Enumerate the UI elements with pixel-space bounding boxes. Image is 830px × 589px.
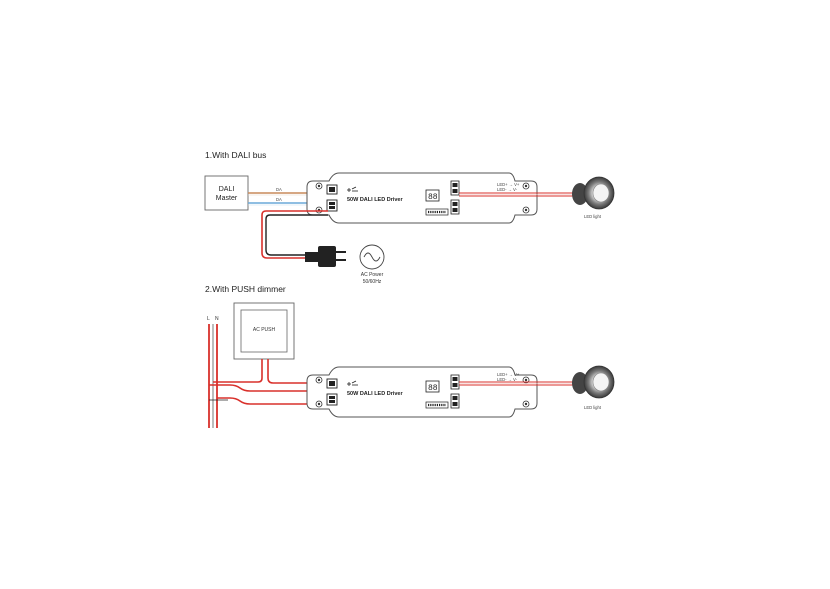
screw-terminal-icon [326, 184, 338, 212]
driver-1-output-minus: LED- → V- [497, 187, 518, 192]
dip-switch-icon [425, 401, 449, 409]
led-light-1-label: LED light [584, 214, 602, 219]
display-icon: 88 [425, 189, 440, 202]
svg-text:88: 88 [428, 384, 438, 393]
led-output-wires-1 [459, 192, 585, 197]
dimmer-feed-wires [209, 359, 328, 405]
ac-power-cable [261, 210, 328, 259]
line-n-label: N [215, 316, 219, 322]
dali-master-line1: DALI [219, 186, 235, 193]
screw-terminal-icon [326, 378, 338, 406]
line-l-label: L [207, 316, 210, 322]
screw-terminal-icon [450, 374, 460, 409]
led-driver-2: 50W DALI LED Driver 88 [306, 366, 538, 418]
led-light-icon [572, 176, 615, 210]
section1-heading: 1.With DALI bus [205, 150, 266, 160]
driver-1-label: 50W DALI LED Driver [347, 197, 403, 203]
display-icon: 88 [425, 380, 440, 393]
led-light-2-label: LED light [584, 405, 602, 410]
driver-2-output-plus: LED+ → V+ [497, 372, 520, 377]
ac-push-label: AC PUSH [253, 327, 276, 333]
plug-icon [305, 246, 346, 267]
dali-master-line2: Master [216, 195, 238, 202]
dali-master-box [204, 175, 249, 211]
led-output-wires-2 [459, 381, 585, 386]
da-label-bottom: DA [276, 197, 282, 202]
mains-wires [208, 324, 218, 428]
led-driver-1: 50W DALI LED Driver 88 [306, 172, 538, 224]
switch-icon [347, 186, 358, 192]
ac-power-line1: AC Power [361, 272, 384, 278]
ac-push-dimmer [233, 302, 295, 360]
driver-2-label: 50W DALI LED Driver [347, 391, 403, 397]
driver-1-output-plus: LED+ → V+ [497, 182, 520, 187]
switch-icon [347, 380, 358, 386]
dip-switch-icon [425, 208, 449, 216]
svg-text:88: 88 [428, 193, 438, 202]
da-label-top: DA [276, 187, 282, 192]
ac-wave-icon [359, 244, 385, 270]
driver-2-output-minus: LED- → V- [497, 377, 518, 382]
section2-heading: 2.With PUSH dimmer [205, 284, 286, 294]
screw-terminal-icon [450, 180, 460, 215]
led-light-icon [572, 365, 615, 399]
ac-power-line2: 50/60Hz [363, 279, 382, 285]
